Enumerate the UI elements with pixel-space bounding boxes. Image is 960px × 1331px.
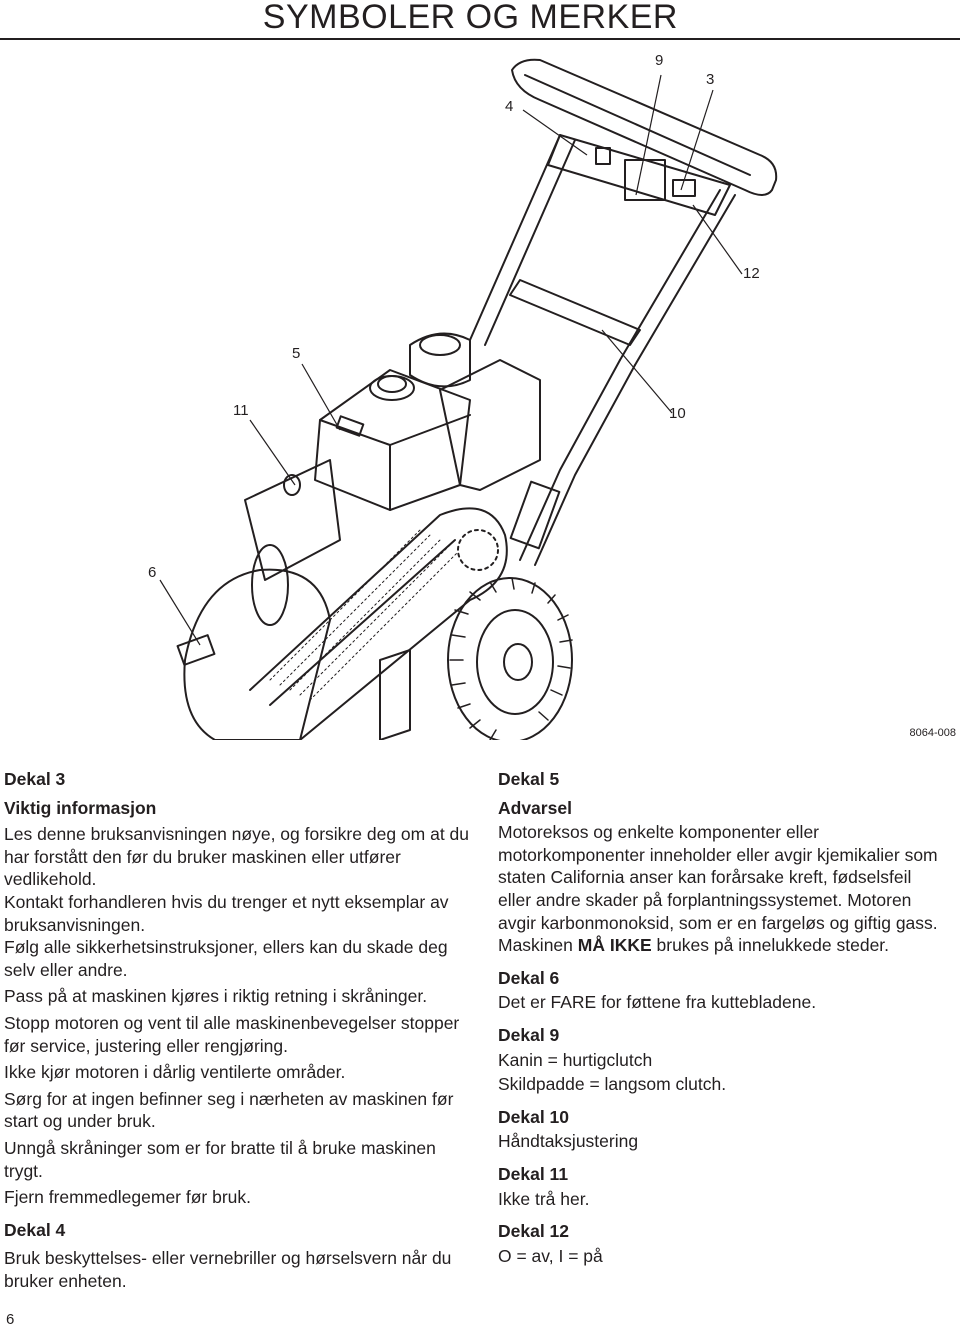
callout-10: 10 (669, 405, 686, 422)
callout-12: 12 (743, 265, 760, 282)
dekal4-text: Bruk beskyttelses- eller vernebriller og… (4, 1248, 452, 1291)
dekal3-item: Sørg for at ingen befinner seg i nærhete… (4, 1088, 454, 1132)
dekal3-item: Kontakt forhandleren hvis du trenger et … (4, 891, 449, 935)
callout-3: 3 (706, 71, 715, 88)
machine-illustration: 9 3 4 12 5 10 11 6 (0, 40, 960, 743)
callout-5: 5 (292, 345, 301, 362)
dekal3-subheading: Viktig informasjon (4, 797, 157, 818)
dekal3-heading: Dekal 3 (4, 769, 66, 789)
dekal3-item: Pass på at maskinen kjøres i riktig retn… (4, 986, 428, 1007)
dekal5-text-bold: MÅ IKKE (577, 935, 652, 956)
dekal12-heading: Dekal 12 (498, 1221, 570, 1242)
dekal3-item: Stopp motoren og vent til alle maskinenb… (4, 1012, 460, 1056)
callout-11: 11 (233, 402, 249, 419)
dekal3-item: Les denne bruksanvisningen nøye, og fors… (4, 824, 470, 890)
dekal6-text: Det er FARE for føttene fra kuttebladene… (498, 992, 817, 1013)
page-title: SYMBOLER OG MERKER (262, 0, 678, 36)
dekal3-item: Fjern fremmedlegemer før bruk. (4, 1187, 252, 1208)
dekal5-heading: Dekal 5 (498, 769, 560, 789)
dekal9-line1: Kanin = hurtigclutch (498, 1049, 653, 1070)
right-column: Dekal 5 Advarsel Motoreksos og enkelte k… (498, 768, 948, 1267)
dekal10-heading: Dekal 10 (498, 1106, 570, 1127)
dekal5-subheading: Advarsel (498, 797, 572, 818)
dekal6-heading: Dekal 6 (498, 967, 560, 988)
dekal3-item: Ikke kjør motoren i dårlig ventilerte om… (4, 1062, 346, 1083)
dekal3-item: Unngå skråninger som er for bratte til å… (4, 1137, 436, 1181)
dekal3-item: Følg alle sikkerhetsinstruksjoner, eller… (4, 937, 448, 980)
stump-grinder-drawing (159, 58, 778, 743)
dekal9-heading: Dekal 9 (498, 1024, 560, 1045)
dekal5-text-b: brukes på innelukkede steder. (651, 935, 890, 956)
dekal5-text-a: Motoreksos og enkelte komponenter eller … (498, 822, 938, 956)
callout-9: 9 (655, 52, 664, 69)
dekal5-text: Motoreksos og enkelte komponenter eller … (498, 821, 948, 957)
dekal4-heading: Dekal 4 (4, 1219, 66, 1240)
dekal10-text: Håndtaksjustering (498, 1131, 639, 1152)
callout-6: 6 (148, 564, 157, 581)
title-rule (0, 38, 960, 40)
dekal11-text: Ikke trå her. (498, 1188, 590, 1209)
page-number: 6 (6, 1311, 15, 1328)
dekal11-heading: Dekal 11 (498, 1163, 569, 1184)
dekal12-text: O = av, I = på (498, 1245, 603, 1266)
callout-4: 4 (505, 98, 514, 115)
left-column: Dekal 3 Viktig informasjon Les denne bru… (4, 768, 469, 1292)
dekal9-line2: Skildpadde = langsom clutch. (498, 1074, 727, 1095)
figure-reference: 8064-008 (909, 727, 957, 739)
